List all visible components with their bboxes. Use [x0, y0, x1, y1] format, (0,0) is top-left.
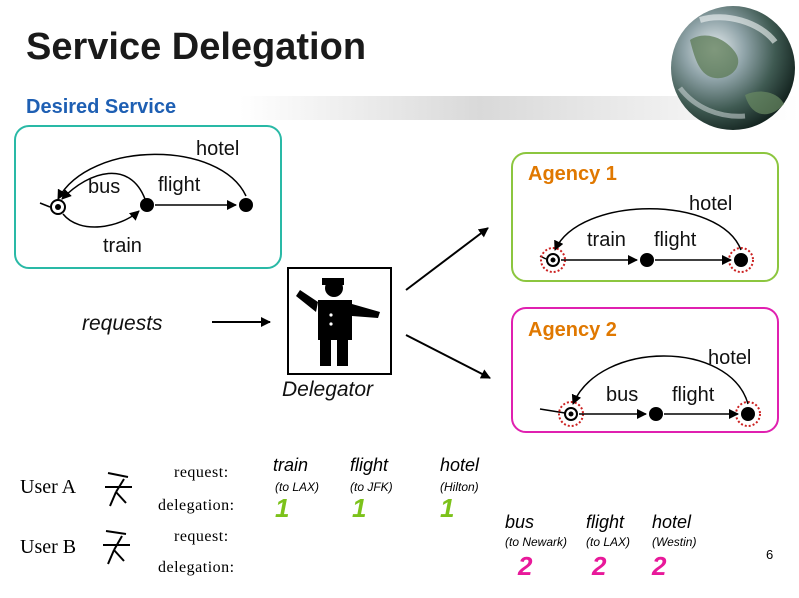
- user-a-detail-3: (Hilton): [440, 480, 479, 494]
- user-a-agency-3: 1: [440, 493, 455, 523]
- user-a-service-2: flight: [350, 455, 389, 475]
- to-agency2-arrow: [405, 334, 491, 379]
- user-b-service-3: hotel: [652, 512, 692, 532]
- user-b-service-1: bus: [505, 512, 535, 532]
- header-band: [0, 96, 799, 120]
- desired-train-label: train: [103, 235, 142, 257]
- desired-service-graph: [39, 153, 253, 228]
- user-a-request-label: request:: [174, 464, 229, 481]
- agency2-graph: [539, 355, 761, 427]
- agency1-train-label: train: [587, 229, 626, 251]
- user-a-agency-1: 1: [275, 493, 290, 523]
- stick-figure-icon: [103, 530, 130, 565]
- agency1-box: [511, 152, 779, 282]
- user-a-label: User A: [20, 476, 77, 498]
- user-b-label: User B: [20, 536, 77, 558]
- user-b-agency-1: 2: [518, 551, 533, 581]
- globe-icon: [671, 6, 795, 130]
- user-b-detail-2: (to LAX): [586, 535, 631, 549]
- user-a-service-3: hotel: [440, 455, 480, 475]
- user-a-service-1: train: [273, 455, 309, 475]
- user-b-request-label: request:: [174, 528, 229, 545]
- user-b-detail-3: (Westin): [652, 535, 697, 549]
- user-b-agency-2: 2: [592, 551, 607, 581]
- user-a-delegation-label: delegation:: [158, 497, 235, 514]
- agency2-bus-label: bus: [606, 384, 639, 406]
- to-agency1-arrow: [405, 227, 489, 291]
- agency1-graph: [539, 208, 754, 273]
- page-number: 6: [766, 547, 774, 562]
- agency2-label: Agency 2: [528, 319, 617, 341]
- section-subtitle: Desired Service: [26, 96, 177, 118]
- user-a-detail-2: (to JFK): [350, 480, 393, 494]
- delegator-label: Delegator: [282, 378, 374, 401]
- user-b-detail-1: (to Newark): [505, 535, 568, 549]
- desired-hotel-label: hotel: [196, 138, 240, 160]
- agency1-flight-label: flight: [654, 229, 697, 251]
- delegator-person-icon: [287, 267, 392, 375]
- agency1-hotel-label: hotel: [689, 193, 733, 215]
- agency2-hotel-label: hotel: [708, 347, 752, 369]
- user-b-service-2: flight: [586, 512, 625, 532]
- agency1-label: Agency 1: [528, 163, 617, 185]
- desired-service-box: [14, 125, 282, 269]
- page-title: Service Delegation: [26, 26, 367, 68]
- agency2-box: [511, 307, 779, 433]
- stick-figure-icon: [105, 472, 132, 507]
- agency2-flight-label: flight: [672, 384, 715, 406]
- user-b-delegation-label: delegation:: [158, 559, 235, 576]
- user-a-detail-1: (to LAX): [275, 480, 320, 494]
- requests-label: requests: [82, 312, 163, 335]
- user-a-agency-2: 1: [352, 493, 367, 523]
- user-b-agency-3: 2: [652, 551, 667, 581]
- desired-flight-label: flight: [158, 174, 201, 196]
- desired-bus-label: bus: [88, 176, 121, 198]
